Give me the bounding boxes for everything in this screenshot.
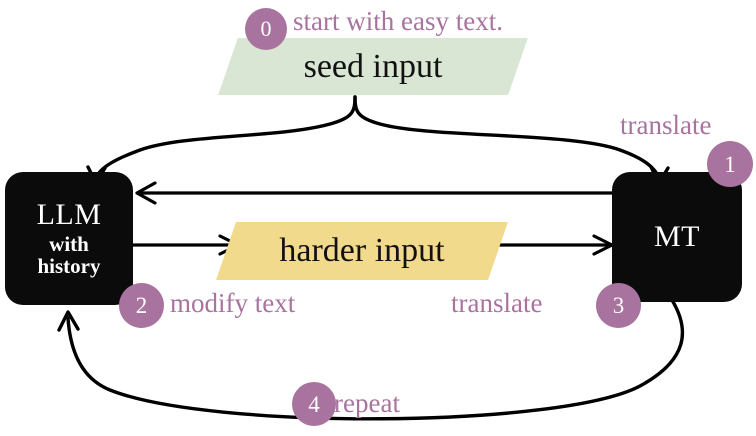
- step-label-repeat: repeat: [334, 388, 400, 418]
- step-label-translate-top: translate: [620, 110, 712, 140]
- edge-harder-to-mt: [490, 234, 614, 256]
- step-badge-1: 1: [707, 141, 753, 187]
- seed-input-shape: seed input: [218, 38, 528, 95]
- llm-subtitle-line-1: with: [49, 232, 89, 257]
- step-label-start-with-easy-text: start with easy text.: [293, 6, 503, 36]
- edge-mt-to-llm-repeat: [57, 298, 685, 421]
- step-badge-2: 2: [119, 283, 164, 328]
- llm-subtitle-line-2: history: [37, 253, 101, 278]
- edge-llm-to-harder: [131, 234, 240, 256]
- harder-input-shape: harder input: [216, 222, 508, 280]
- edge-mt-to-llm: [135, 181, 614, 205]
- node-mt: MT: [612, 172, 742, 302]
- step-badge-3: 3: [596, 283, 641, 328]
- edge-seed-to-llm: [86, 95, 357, 185]
- step-label-modify-text: modify text: [170, 288, 296, 318]
- step-badge-0: 0: [245, 8, 287, 50]
- harder-input-label: harder input: [279, 232, 445, 269]
- llm-title: LLM: [36, 198, 102, 232]
- mt-title: MT: [654, 220, 700, 253]
- step-badge-4: 4: [292, 382, 336, 426]
- seed-input-label: seed input: [303, 47, 443, 85]
- node-llm-with-history: LLM with history: [5, 172, 133, 305]
- step-label-translate-bottom: translate: [451, 288, 543, 318]
